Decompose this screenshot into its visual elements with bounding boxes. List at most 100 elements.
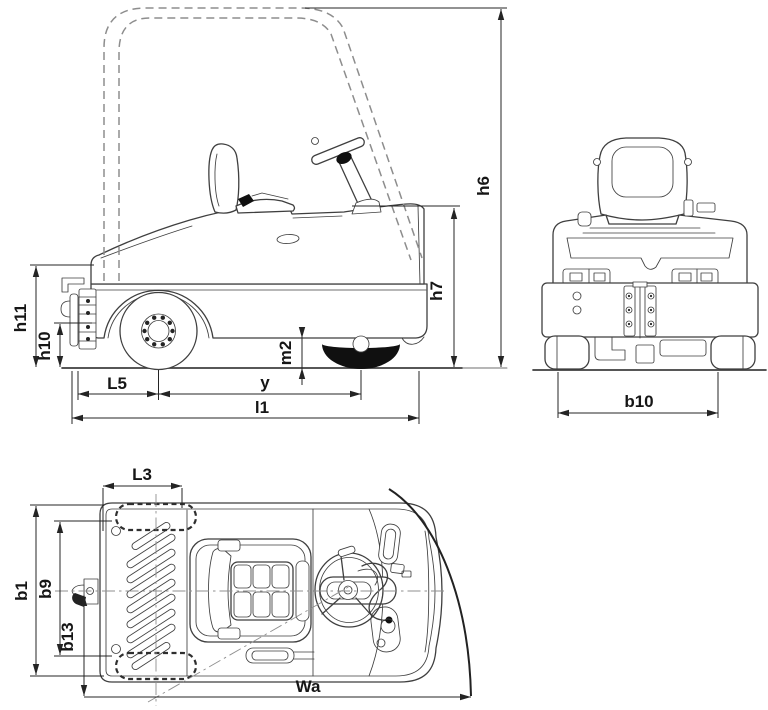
arrowhead (450, 208, 458, 219)
dimension-label-b1: b1 (12, 581, 31, 601)
guard-inner-line (118, 17, 412, 281)
dimension-label-m2: m2 (276, 341, 295, 366)
side-view (60, 7, 508, 371)
dimension-label-y: y (260, 373, 270, 392)
hood-crease-line (100, 225, 193, 259)
coupling-pin (69, 293, 79, 347)
taillight-right-lens2 (700, 272, 713, 282)
arrowhead (32, 506, 40, 517)
seat-frame-line (251, 192, 289, 200)
arrowhead (56, 324, 64, 335)
dimension-h10: h10 (35, 322, 92, 367)
steering-knob (311, 137, 319, 145)
tray-inner (251, 650, 289, 661)
dimension-Wa: Wa (84, 677, 471, 701)
coupling-hook (60, 300, 71, 318)
rear-view (532, 137, 767, 371)
steering-side (311, 137, 382, 215)
seat-rear (593, 137, 692, 221)
dimension-b1: b1 (12, 504, 104, 677)
axle-bracket (594, 336, 626, 361)
dimension-label-b10: b10 (624, 392, 653, 411)
headlight-top (378, 523, 401, 565)
arrowhead (80, 595, 88, 606)
arrowhead (460, 693, 471, 701)
cable-loop-inner (357, 568, 378, 586)
hitch-bracket (61, 277, 85, 293)
coupling-stack (78, 288, 97, 350)
tray-rods (293, 651, 315, 660)
arrowhead (298, 368, 306, 379)
hub-inner (147, 320, 170, 342)
steering-axis-line (147, 585, 351, 703)
dimension-label-h11: h11 (11, 304, 30, 332)
rear-tire-right (710, 335, 756, 370)
right-shoulder-fitting (696, 202, 716, 213)
backrest-pad-top (208, 548, 232, 633)
rear-tire-left (544, 335, 590, 370)
steering-wheel-ring-inner (319, 557, 379, 623)
dimension-h11: h11 (11, 264, 94, 367)
taillights (562, 268, 719, 286)
arrowhead (32, 356, 40, 367)
front-fitting-box (390, 563, 405, 575)
arrowhead (408, 414, 419, 422)
arrowhead (171, 482, 182, 490)
arrowhead (56, 644, 64, 655)
arrowhead (147, 390, 158, 398)
dimension-L5-y-l1: L5 y l1 (71, 370, 420, 424)
steer-wheel-side (322, 335, 400, 369)
arrowhead (72, 414, 83, 422)
dimension-b9: b9 (36, 520, 112, 657)
axle-housing (659, 339, 707, 357)
rear-undercarriage (544, 335, 756, 370)
tire-solid (322, 344, 400, 369)
arrowhead (558, 409, 569, 417)
handle-recess (276, 234, 300, 244)
arrowhead (103, 482, 114, 490)
dimension-m2: m2 (276, 327, 306, 385)
steering-hub-center (343, 585, 353, 595)
arrowhead (78, 390, 89, 398)
coupling-tab (632, 281, 648, 288)
hub-cap (352, 335, 370, 353)
arrowhead (497, 356, 505, 367)
dimension-label-L5: L5 (107, 374, 127, 393)
arrowhead (497, 9, 505, 20)
dimension-L3: L3 (102, 465, 183, 531)
arrowhead (298, 327, 306, 338)
front-edge-inner-line (417, 205, 421, 285)
control-stalk (337, 545, 356, 557)
cable-connector (385, 616, 393, 624)
front-edge-inner-curve (424, 530, 430, 653)
backrest-knob-right (684, 158, 692, 166)
backrest-pad (611, 146, 674, 198)
steering-column (338, 156, 374, 209)
dimension-h7: h7 (352, 205, 460, 367)
taillight-right-lens (678, 272, 692, 282)
front-lamp-small (376, 638, 386, 648)
front-sensor (401, 570, 412, 578)
tow-hitch-side (60, 277, 97, 350)
wheel-bolts (142, 315, 175, 347)
seat-top (189, 538, 312, 643)
steering-spokes (321, 555, 373, 617)
arrowhead (32, 664, 40, 675)
bumper-hole-bottom (572, 305, 582, 315)
drive-wheel (119, 291, 198, 371)
left-shoulder-fitting (577, 211, 592, 227)
seat-hinge (238, 194, 254, 207)
steering-top (314, 545, 397, 628)
dimension-label-Wa: Wa (296, 677, 321, 696)
taillight-left-lens (569, 272, 583, 282)
tray-outline (245, 647, 295, 664)
deck-line (292, 215, 343, 219)
dimension-label-h7: h7 (427, 281, 446, 301)
arrowhead (159, 390, 170, 398)
console-capsule (319, 576, 397, 605)
body-inner-line-top (105, 508, 436, 677)
headlight-bottom (370, 606, 401, 653)
arrowhead (80, 685, 88, 696)
battery-tray (245, 647, 315, 664)
steering-hub (336, 151, 352, 165)
